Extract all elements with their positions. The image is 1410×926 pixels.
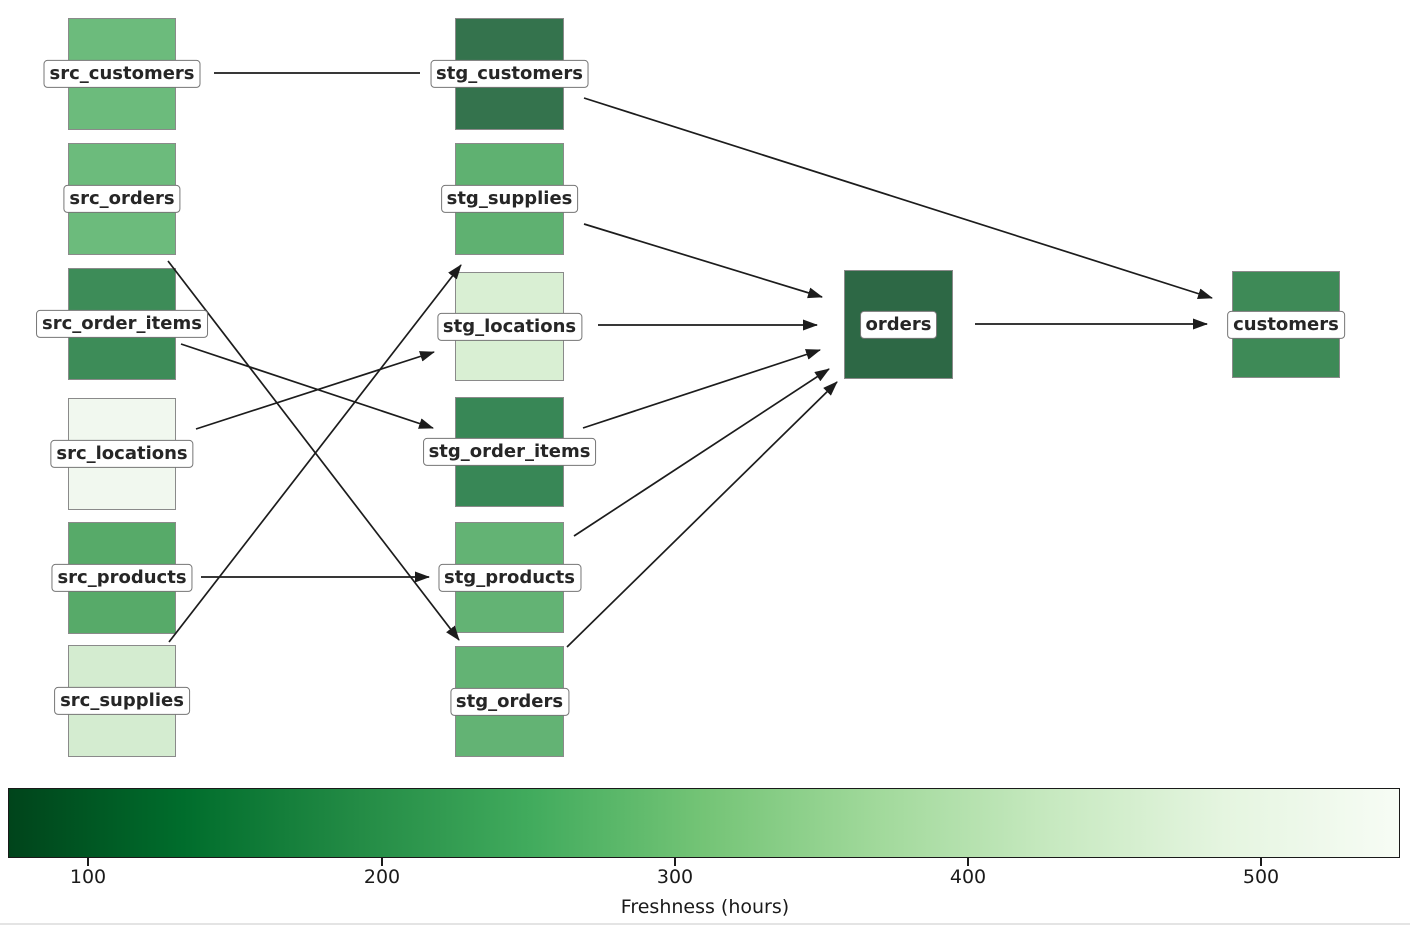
colorbar-tick-label: 500 [1242,866,1280,888]
edge-src_locations-stg_locations [195,351,435,430]
colorbar-gradient [8,788,1400,858]
colorbar-tick-label: 100 [69,866,107,888]
edge-src_order_items-stg_order_items [180,343,434,429]
node-label-stg_locations: stg_locations [436,312,583,341]
node-label-stg_order_items: stg_order_items [422,437,597,467]
bottom-divider [0,923,1410,925]
colorbar-tick-mark [381,858,383,866]
colorbar-tick-label: 300 [656,866,694,888]
node-label-src_order_items: src_order_items [36,309,208,339]
node-label-src_locations: src_locations [50,439,194,469]
node-label-customers: customers [1227,310,1345,339]
colorbar-tick-mark [1260,858,1262,866]
colorbar-tick-mark [674,858,676,866]
colorbar-tick-label: 200 [363,866,401,888]
node-label-stg_products: stg_products [437,563,582,592]
edge-stg_supplies-orders [583,223,823,299]
node-label-src_orders: src_orders [63,184,181,214]
node-label-stg_supplies: stg_supplies [440,184,579,214]
node-label-stg_customers: stg_customers [430,59,589,89]
node-label-src_products: src_products [51,563,193,593]
edge-src_orders-stg_orders [167,260,460,641]
colorbar-tick-label: 400 [949,866,987,888]
edge-stg_products-orders [573,368,830,537]
edge-src_supplies-stg_supplies [168,264,462,643]
colorbar-tick-mark [967,858,969,866]
node-label-src_customers: src_customers [43,59,201,89]
edge-stg_order_items-orders [582,349,821,429]
edge-stg_customers-customers [583,97,1213,299]
colorbar-axis-label: Freshness (hours) [620,896,790,918]
edge-stg_orders-orders [566,381,838,648]
node-label-stg_orders: stg_orders [449,687,570,716]
node-label-orders: orders [859,310,938,339]
colorbar-tick-mark [87,858,89,866]
node-label-src_supplies: src_supplies [54,686,190,716]
